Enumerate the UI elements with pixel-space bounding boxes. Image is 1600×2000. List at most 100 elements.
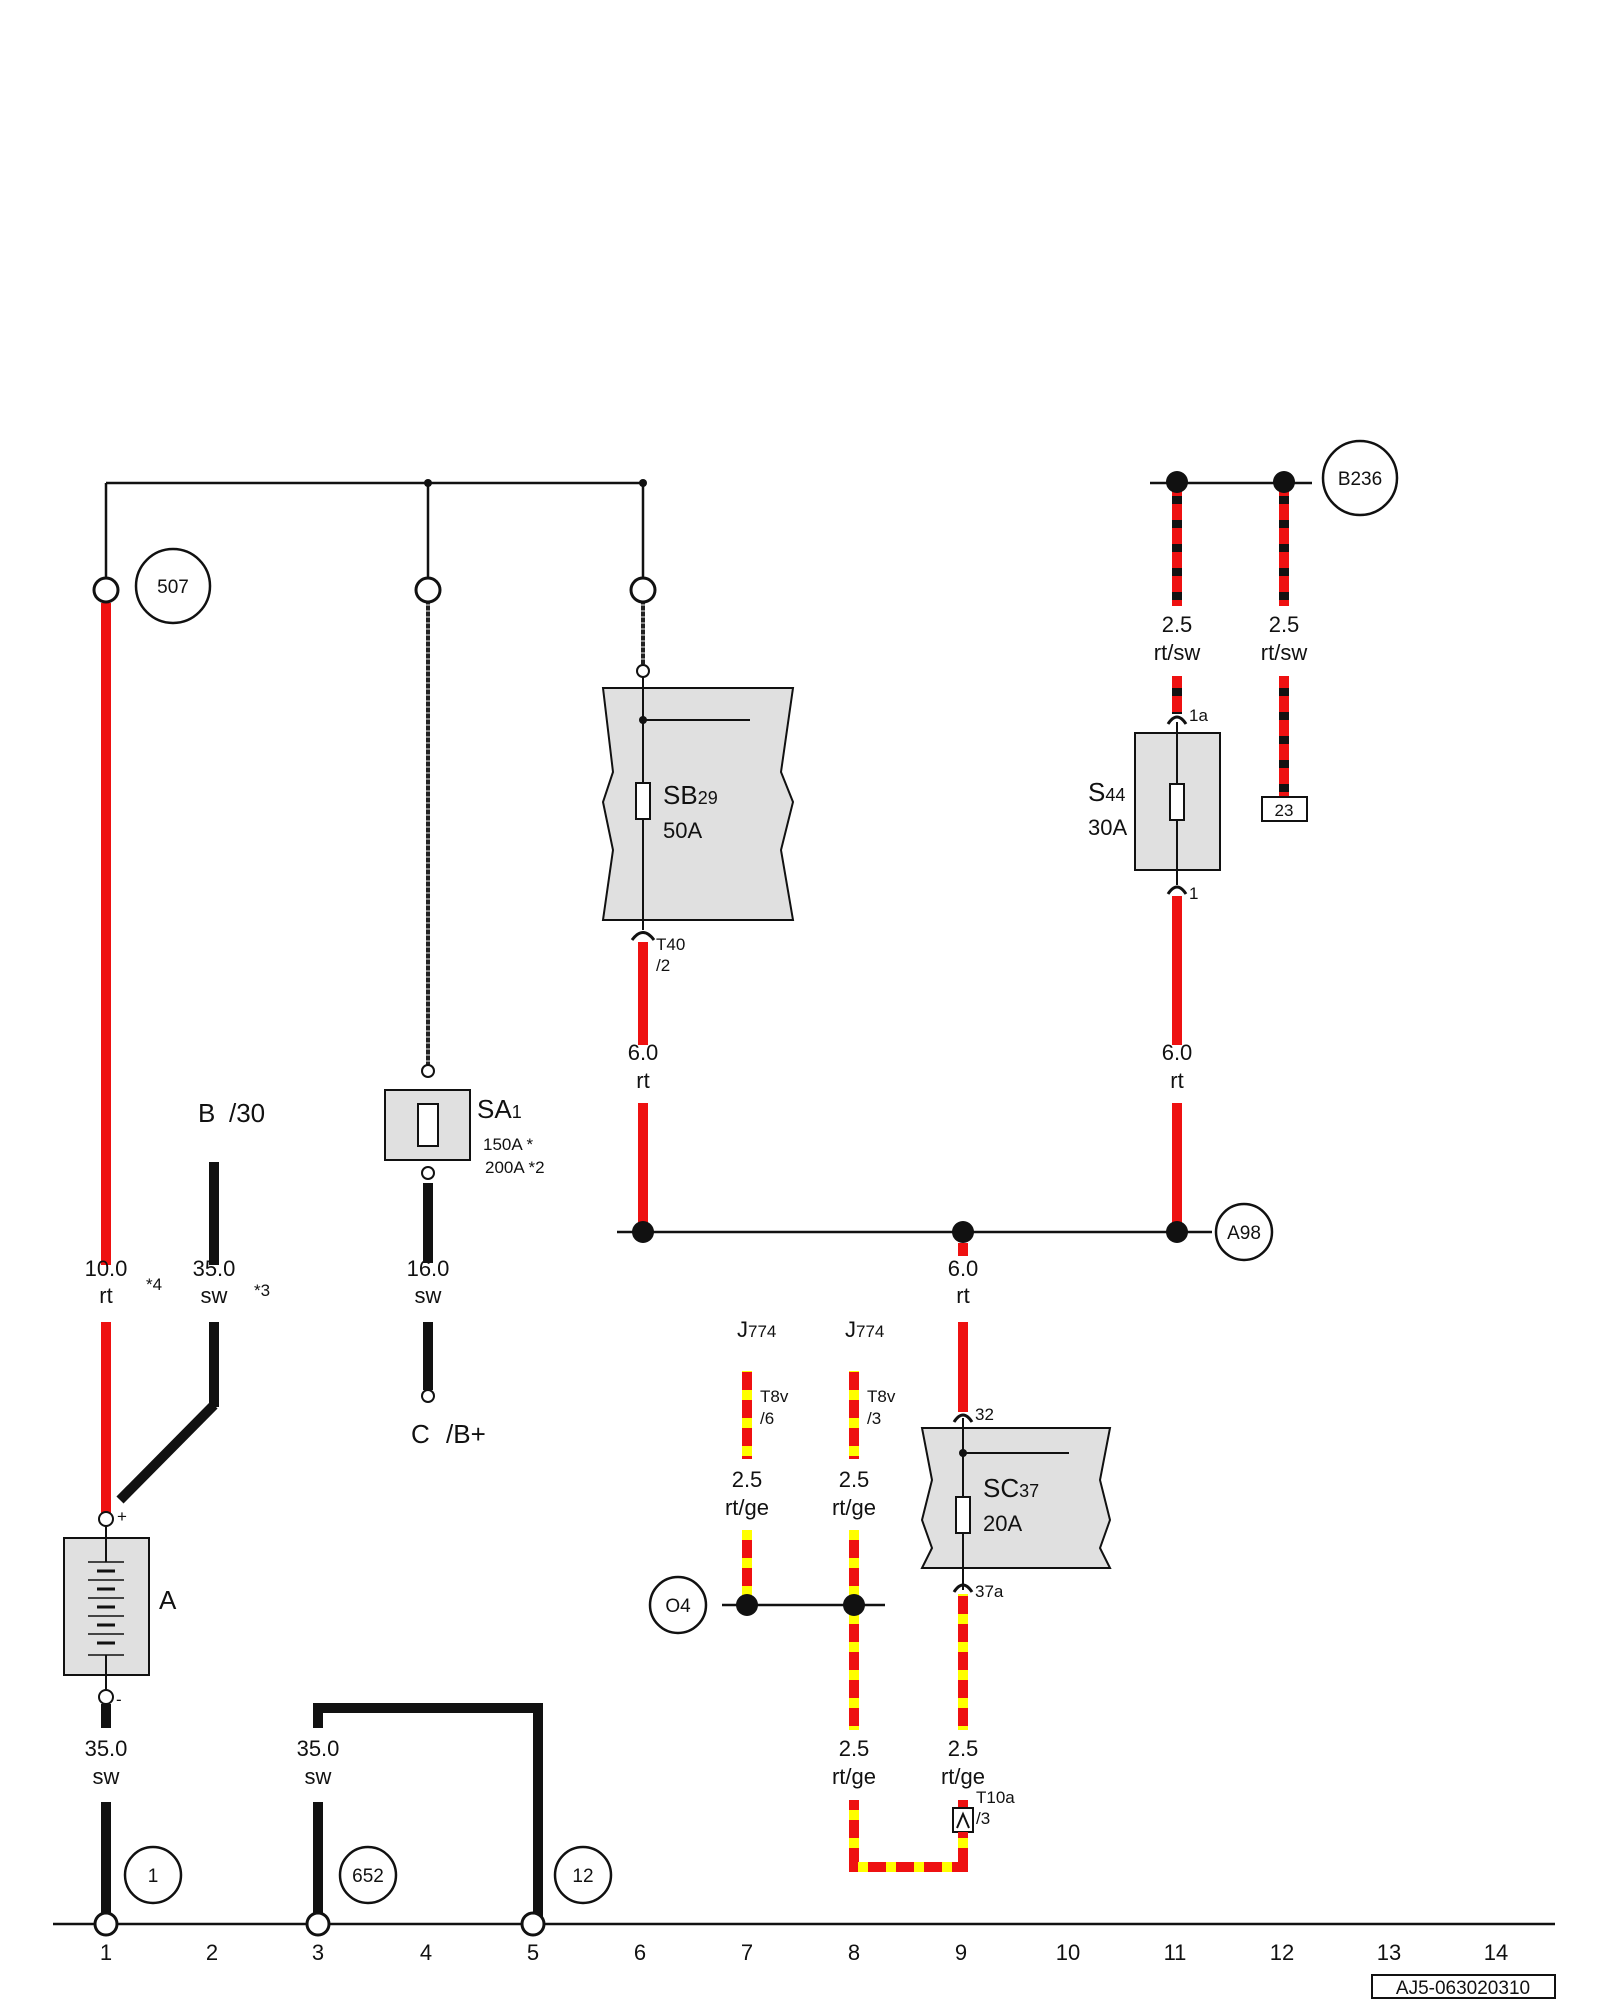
axis-label: 13 [1377,1940,1401,1965]
terminal-23-label: 23 [1275,801,1294,820]
wire-label-color: rt [1170,1068,1183,1093]
wire-rtge-bottom-link [849,1862,968,1872]
axis-label: 9 [955,1940,967,1965]
wire-label-size: 6.0 [1162,1040,1193,1065]
axis-label: 11 [1164,1940,1187,1965]
wire-black-col2-mid [209,1322,219,1407]
terminal-23: 23 [1261,796,1308,822]
wire-black-col3-b [313,1802,323,1920]
fuse-s44-rating: 30A [1088,815,1127,840]
j774-b-pin: T8v [867,1387,896,1406]
wire-label-color: rt/ge [725,1495,769,1520]
ref-label-507: 507 [157,577,189,598]
fuse-sa1-rating2: 200A *2 [485,1158,545,1177]
ground-terminal [93,1911,119,1937]
wire-label-color: sw [93,1764,120,1789]
ref-label-a98: A98 [1227,1223,1261,1244]
junction-dot [1166,1221,1188,1243]
fuse-sb29-rating: 50A [663,818,702,843]
wire-black-dashed-col4 [426,603,430,1071]
wire-rtge-col8-c [849,1800,859,1872]
axis-label: 1 [100,1940,112,1965]
wire-rtsw-col12-top [1279,483,1289,606]
ref-label-652: 652 [352,1866,384,1887]
wire-black-col1-ground-b [101,1802,111,1920]
axis-label: 5 [527,1940,539,1965]
wire-red-col6-a [638,942,648,1045]
battery-plus: + [117,1507,127,1526]
wire-rtge-col7-b [742,1530,752,1605]
fuse-sa1-rating1: 150A * [483,1135,533,1154]
junction-dot [843,1594,865,1616]
wire-label-size: 35.0 [193,1256,236,1281]
figure-id-box: AJ5-063020310 [1371,1974,1556,1999]
fuse-sc37-rating: 20A [983,1511,1022,1536]
junction-dot [632,1221,654,1243]
battery-a: + A - [63,1507,177,1709]
ref-circle-12: 12 [553,1845,613,1905]
terminal-small [421,1389,435,1403]
ref-circle-b236: B236 [1321,439,1399,517]
battery-label: A [159,1585,177,1615]
wire-rtsw-col11-top [1172,483,1182,606]
wire-note: *4 [146,1275,162,1294]
j774-a-pinnum: /6 [760,1409,774,1428]
ref-label-o4: O4 [665,1596,691,1617]
wire-label-size: 35.0 [85,1736,128,1761]
fuse-box-sc37: 32 SC37 20A 37a [920,1405,1112,1601]
wire-label-color: rt [636,1068,649,1093]
svg-text:/B+: /B+ [446,1419,486,1449]
wire-label-size: 35.0 [297,1736,340,1761]
wire-label-size: 2.5 [732,1467,763,1492]
ref-circle-652: 652 [338,1845,398,1905]
wire-label-size: 6.0 [628,1040,659,1065]
ref-circle-1: 1 [123,1845,183,1905]
wire-label-size: 10.0 [85,1256,128,1281]
fuse-sc37-pin-bottom: 37a [975,1582,1004,1601]
wire-rtge-col9-a [958,1594,968,1730]
ref-circle-507: 507 [134,547,212,625]
battery-minus: - [116,1690,122,1709]
junction-dot [639,479,647,487]
wire-black-dashed-col6 [641,603,645,668]
wire-black-col5 [533,1703,543,1920]
wire-label-color: rt [956,1283,969,1308]
wire-black-col4-lower [423,1183,433,1263]
fuse-s44-label: S44 [1088,777,1125,807]
j774-a-pin: T8v [760,1387,789,1406]
svg-text:/30: /30 [229,1098,265,1128]
wire-rtsw-col12-lower [1279,676,1289,800]
wire-label-size: 2.5 [1162,612,1193,637]
axis-label: 3 [312,1940,324,1965]
wire-black-col3-a [313,1706,323,1728]
junction-dot [736,1594,758,1616]
j774-label-b: J774 T8v /3 [845,1317,896,1428]
wire-label-size: 2.5 [1269,612,1300,637]
wire-rtge-col9-b [958,1800,968,1808]
axis-label: 8 [848,1940,860,1965]
wire-note: *3 [254,1281,270,1300]
wire-red-col1-top [101,603,111,1265]
wire-label-size: 2.5 [839,1467,870,1492]
ref-circle-a98: A98 [1214,1202,1274,1262]
wire-black-bridge [313,1703,543,1713]
svg-text:C: C [411,1419,430,1449]
wire-label-color: rt/ge [832,1764,876,1789]
fuse-sc37-label: SC37 [983,1473,1039,1503]
wire-rtsw-col11-lower [1172,676,1182,714]
wire-rtge-col8-b [849,1530,859,1730]
ref-circle-o4: O4 [648,1575,708,1635]
j774-b-pinnum: /3 [867,1409,881,1428]
column-axis: 1 2 3 4 5 6 7 8 9 10 11 12 13 14 [100,1940,1508,1965]
j774-label-a: J774 T8v /6 [737,1317,789,1428]
wire-label-color: sw [305,1764,332,1789]
connector-t10a-pin: T10a [976,1788,1015,1807]
wire-label-size: 16.0 [407,1256,450,1281]
wire-red-col9-a [958,1243,968,1256]
fuse-sa1: SA1 150A * 200A *2 [384,1064,545,1180]
wire-label-color: sw [201,1283,228,1308]
svg-text:J774: J774 [737,1317,776,1342]
axis-label: 12 [1270,1940,1294,1965]
fuse-s44: 1a S44 30A 1 [1088,706,1221,903]
ref-label-12: 12 [572,1866,593,1887]
